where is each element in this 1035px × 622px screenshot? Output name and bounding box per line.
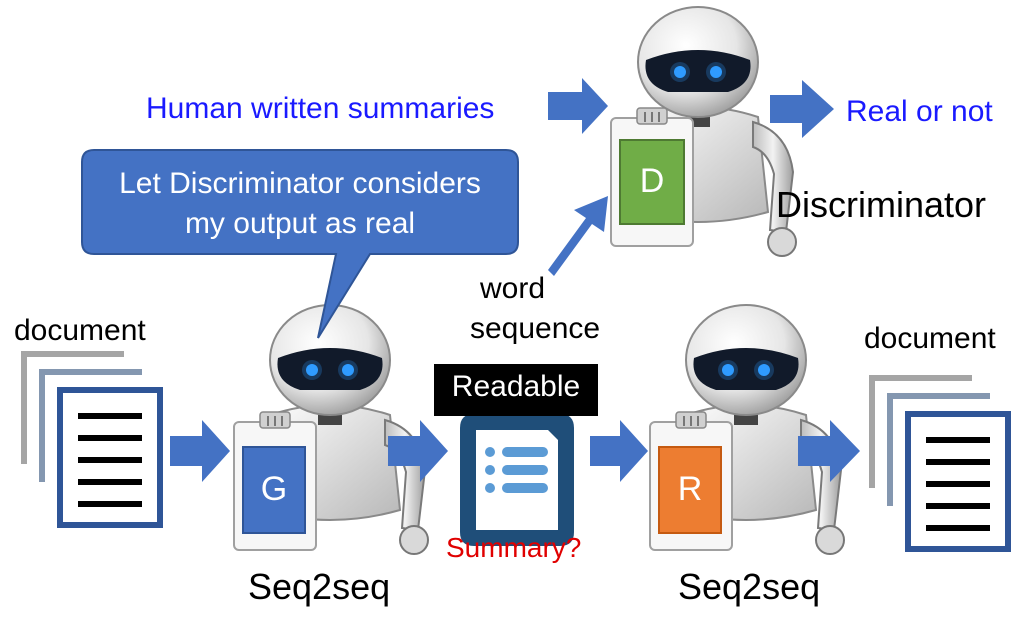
reconstructor-card: [658, 446, 722, 534]
arrow-right-icon: [548, 78, 608, 134]
summary-question-label: Summary?: [446, 532, 582, 563]
generator-clipboard: [233, 411, 317, 551]
discriminator-card-letter: D: [639, 162, 665, 200]
reconstructor-clipboard: [649, 411, 733, 551]
seq2seq-reconstructor-label: Seq2seq: [678, 566, 821, 607]
arrow-right-icon: [590, 420, 648, 482]
arrow-right-icon: [170, 420, 230, 482]
reconstructor-card-letter: R: [677, 470, 703, 508]
real-or-not-label: Real or not: [846, 95, 993, 128]
arrow-right-icon: [388, 420, 448, 482]
document-stack-icon: [872, 378, 1008, 549]
arrow-diagonal-icon: [548, 196, 608, 276]
generator-card-letter: G: [260, 470, 288, 508]
speech-line-2: my output as real: [184, 207, 416, 240]
discriminator-clipboard: [610, 107, 694, 247]
human-written-summaries-label: Human written summaries: [146, 92, 495, 125]
arrow-right-icon: [798, 420, 860, 482]
summary-list-icon: [460, 414, 574, 546]
readable-badge: [434, 364, 598, 416]
discriminator-label: Discriminator: [776, 184, 987, 225]
seq2seq-generator-label: Seq2seq: [248, 566, 391, 607]
readable-label: Readable: [451, 370, 581, 403]
document-right-label: document: [864, 322, 996, 355]
speech-bubble-text: Let Discriminator considers my output as…: [82, 164, 518, 244]
speech-bubble: [81, 149, 519, 339]
generator-card: [242, 446, 306, 534]
discriminator-card: [619, 139, 685, 225]
speech-line-1: Let Discriminator considers: [119, 167, 481, 200]
sequence-label: sequence: [470, 312, 601, 345]
document-left-label: document: [14, 314, 146, 347]
word-label: word: [480, 272, 546, 305]
document-stack-icon: [24, 354, 160, 525]
arrow-right-icon: [770, 80, 834, 138]
